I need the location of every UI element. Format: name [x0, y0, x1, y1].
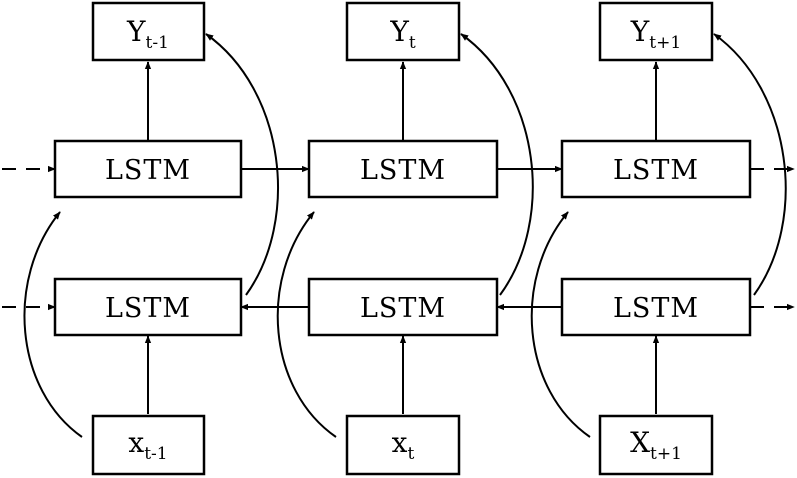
backward-to-output-curve-3 [713, 33, 787, 296]
output-node-3: Yt+1 [598, 1, 714, 62]
svg-text:xt-1: xt-1 [128, 426, 167, 464]
forward-lstm-2-label: LSTM [360, 155, 446, 186]
svg-text:xt: xt [392, 426, 415, 464]
backward-lstm-3: LSTM [560, 277, 752, 337]
svg-text:Yt-1: Yt-1 [126, 15, 169, 53]
forward-lstm-1-label: LSTM [105, 155, 191, 186]
backward-lstm-2-label: LSTM [360, 293, 446, 324]
forward-lstm-2: LSTM [307, 139, 499, 199]
backward-lstm-1: LSTM [53, 277, 243, 337]
backward-lstm-2: LSTM [307, 277, 499, 337]
output-node-2: Yt [345, 1, 461, 62]
backward-to-output-curve-1 [205, 33, 279, 296]
input-node-1: xt-1 [91, 414, 206, 476]
input-node-2-subscript: t [407, 444, 414, 464]
svg-text:Yt: Yt [389, 15, 415, 53]
output-node-2-subscript: t [409, 33, 416, 53]
output-node-3-symbol: Y [630, 15, 650, 48]
forward-lstm-3: LSTM [560, 139, 752, 199]
input-node-3: Xt+1 [598, 414, 714, 476]
output-node-1: Yt-1 [91, 1, 206, 62]
input-to-forward-curve-2 [276, 211, 337, 438]
backward-to-output-curve-2 [460, 33, 534, 296]
output-node-1-subscript: t-1 [146, 33, 169, 53]
input-node-3-symbol: X [630, 426, 650, 459]
output-node-1-symbol: Y [126, 15, 146, 48]
output-node-2-symbol: Y [389, 15, 409, 48]
output-node-3-subscript: t+1 [649, 33, 681, 53]
backward-lstm-1-label: LSTM [105, 293, 191, 324]
backward-lstm-3-label: LSTM [613, 293, 699, 324]
forward-lstm-3-label: LSTM [613, 155, 699, 186]
input-node-2: xt [345, 414, 461, 476]
input-to-forward-curve-1 [23, 211, 83, 438]
input-node-2-symbol: x [392, 426, 408, 459]
input-node-3-subscript: t+1 [650, 444, 682, 464]
input-node-1-subscript: t-1 [144, 444, 167, 464]
input-to-forward-curve-3 [530, 211, 591, 438]
input-node-1-symbol: x [128, 426, 144, 459]
svg-text:Xt+1: Xt+1 [630, 426, 682, 464]
forward-lstm-1: LSTM [53, 139, 243, 199]
svg-text:Yt+1: Yt+1 [630, 15, 681, 53]
